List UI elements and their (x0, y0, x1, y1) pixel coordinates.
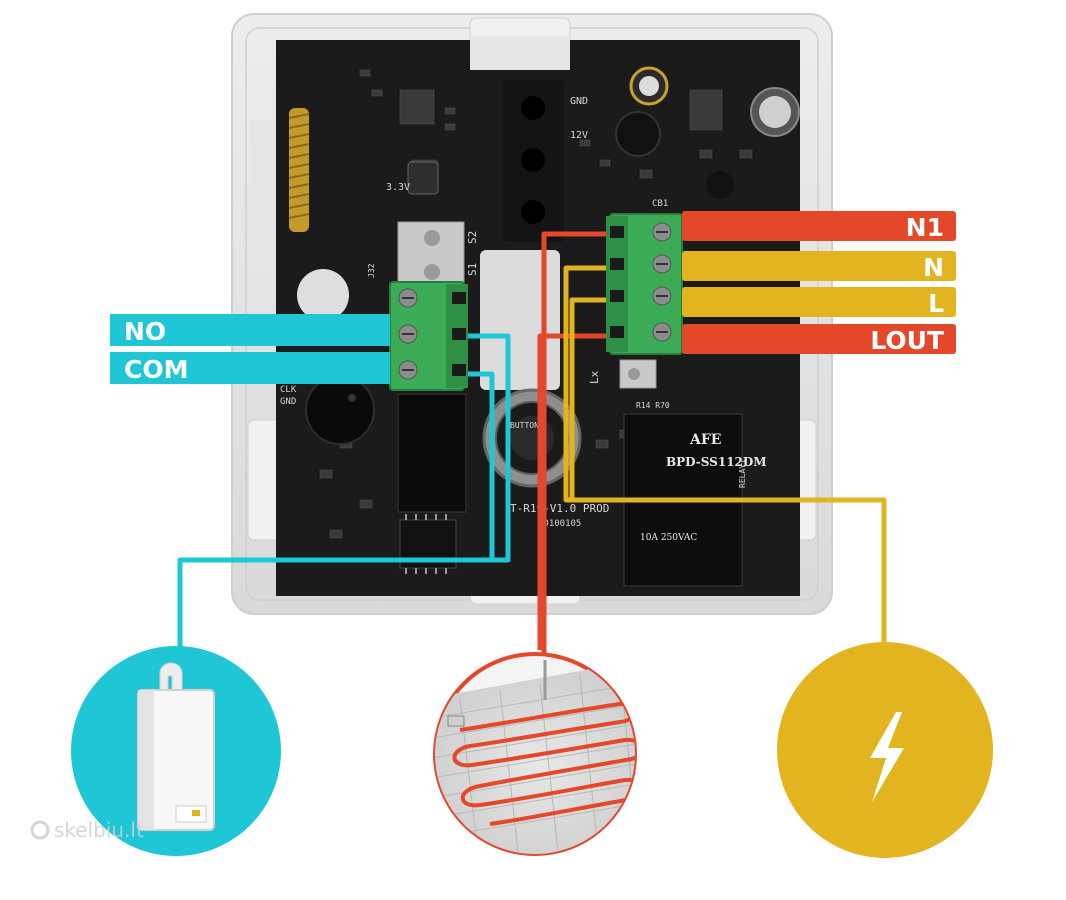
wire-red-n1 (541, 231, 616, 655)
label-n1-text: N1 (906, 213, 944, 242)
label-no: NO (110, 314, 390, 346)
pcb-label-lx: Lx (588, 370, 601, 384)
pcb-label-relay1: RELAY1 (738, 459, 747, 488)
pcb-label-12v: 12V (570, 130, 588, 141)
label-n-text: N (923, 253, 944, 282)
label-lout: LOUT (682, 324, 956, 355)
wire-yellow-l (569, 297, 616, 500)
wire-cyan-com (468, 371, 495, 560)
watermark-text: skelbiu.lt (54, 818, 144, 842)
label-n1: N1 (682, 211, 956, 242)
lightning-icon (777, 642, 993, 858)
label-l-text: L (928, 289, 944, 318)
label-com: COM (110, 352, 390, 384)
pcb-silkscreen: GND 12V 3.3V S1 S2 J32 CLK GND CB1 Lx BU… (280, 96, 767, 543)
label-l: L (682, 287, 956, 318)
pcb-label-button: BUTTON (510, 421, 539, 430)
pcb-label-gnd2: GND (280, 397, 296, 407)
relay-model: BPD-SS112DM (666, 455, 767, 469)
label-lout-text: LOUT (870, 326, 944, 355)
label-com-text: COM (124, 355, 188, 384)
watermark: skelbiu.lt (30, 818, 144, 842)
pcb-label-board-id: T-R19-V1.0 PROD (510, 502, 609, 515)
pcb-label-s1: S1 (466, 263, 479, 276)
pcb-label-s2: S2 (466, 231, 479, 244)
wire-yellow-n (563, 265, 887, 652)
pcb-label-r14: R14 R70 (636, 401, 670, 410)
label-no-text: NO (124, 317, 166, 346)
capacitors (615, 66, 800, 199)
floor-heating-icon (433, 652, 637, 856)
wire-cyan-no (177, 333, 511, 652)
label-n: N (682, 251, 956, 282)
antenna-coil (288, 108, 310, 232)
black-connector (502, 80, 564, 242)
wire-red-lout (537, 333, 616, 650)
pcb-label-gnd: GND (570, 96, 588, 107)
pcb-label-clk: CLK (280, 385, 297, 395)
relay-brand: AFE (689, 432, 721, 448)
pcb-label-cb1: CB1 (652, 199, 668, 209)
pcb-label-3v3: 3.3V (386, 182, 410, 193)
pcb-label-board-date: 20100105 (538, 519, 581, 529)
boiler-icon (71, 646, 281, 856)
terminal-block-left (389, 281, 468, 391)
pcb-label-j32: J32 (367, 263, 376, 278)
terminal-block-right (606, 213, 683, 355)
relay-rating: 10A 250VAC (640, 533, 697, 543)
